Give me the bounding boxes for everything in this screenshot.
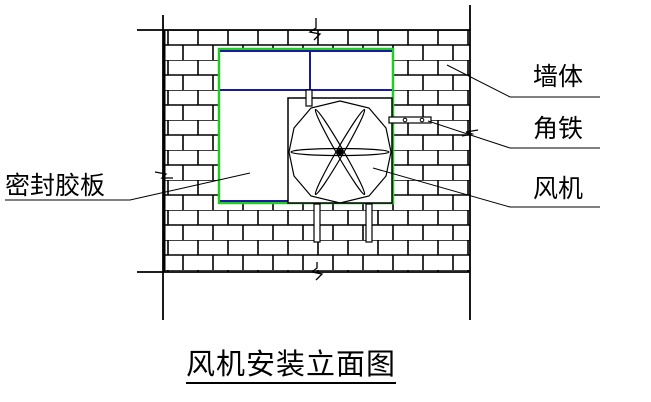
fan-blades-icon	[290, 108, 390, 196]
bracket-bottom-right	[365, 203, 373, 243]
label-fan: 风机	[533, 174, 584, 203]
label-angle-iron: 角铁	[533, 114, 584, 143]
leader-lines	[5, 64, 600, 208]
fan-unit	[287, 89, 432, 243]
drawing-title: 风机安装立面图	[186, 350, 397, 384]
bracket-top	[305, 89, 313, 107]
label-wall: 墙体	[533, 62, 584, 91]
angle-iron	[388, 116, 432, 124]
bracket-bottom-left	[313, 203, 321, 243]
label-sealing-board: 密封胶板	[5, 171, 106, 200]
boundary-lines	[137, 5, 479, 320]
fan-housing	[288, 100, 392, 204]
